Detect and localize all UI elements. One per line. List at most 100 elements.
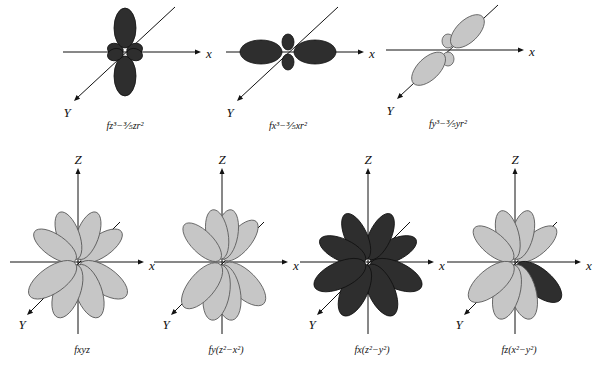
axis-label: x (293, 258, 299, 273)
orbital-lobe (106, 47, 125, 63)
axis-label: x (293, 256, 299, 274)
orbital-panel (226, 7, 364, 101)
axis-label: Y (162, 317, 169, 332)
axis-arrow (317, 309, 323, 315)
axis-line (77, 7, 175, 98)
axis-label: Y (386, 101, 393, 119)
axis-label: Y (308, 315, 315, 333)
axis-label: x (439, 258, 445, 273)
axis-label: Z (364, 150, 371, 168)
axis-label: Z (74, 152, 81, 167)
axis-arrow (74, 95, 80, 101)
orbital-name: fxyz (73, 339, 91, 357)
orbital-name: fz(x²−y²) (501, 339, 538, 357)
orbital-name: fx³−⅗xr² (268, 115, 308, 133)
axis-label: Z (218, 150, 225, 168)
axis-arrow (237, 95, 243, 101)
orbital-lobe (294, 40, 336, 64)
axis-label: Y (63, 105, 70, 120)
axis-arrow (220, 168, 225, 174)
orbital-panel (10, 168, 144, 334)
orbital-name: fx³−⅗xr² (268, 120, 308, 131)
orbital-panel (386, 5, 524, 99)
axis-arrow (464, 309, 470, 315)
orbital-lobe (177, 217, 228, 268)
orbital-lobe (22, 253, 83, 306)
axis-line (447, 262, 577, 263)
orbital-name: fy(z²−x²) (208, 344, 245, 355)
orbital-name: fxyz (73, 344, 91, 355)
orbital-lobe (114, 8, 136, 48)
orbital-lobe (309, 251, 371, 298)
orbital-panel (154, 168, 288, 334)
axis-label: x (529, 44, 535, 59)
orbital-lobe (282, 54, 294, 70)
axis-label: Z (511, 152, 518, 167)
orbital-lobe (240, 40, 282, 64)
orbital-name: fy(z²−x²) (208, 339, 245, 357)
axis-label: Z (74, 150, 81, 168)
orbital-name: fx(z²−y²) (354, 339, 391, 357)
axis-label: Y (455, 315, 462, 333)
axis-line (386, 50, 520, 51)
orbital-name: fy³−⅗yr² (428, 118, 468, 129)
axis-label: Y (226, 105, 233, 120)
axis-arrow (513, 168, 518, 174)
axis-label: x (206, 46, 212, 61)
axis-arrow (397, 93, 403, 99)
axis-line (400, 5, 498, 96)
orbital-name: fz³−⅗zr² (106, 120, 145, 131)
axis-label: x (439, 256, 445, 274)
orbital-panel (447, 168, 581, 334)
orbital-lobe (174, 256, 230, 316)
orbital-panel (300, 168, 434, 334)
axis-label: Y (308, 317, 315, 332)
axis-label: Y (455, 317, 462, 332)
orbital-lobe (125, 47, 144, 63)
axis-label: x (369, 46, 375, 61)
axis-label: Y (18, 315, 25, 333)
orbital-panel (63, 7, 201, 101)
orbital-lobe (461, 254, 521, 310)
axis-label: x (369, 44, 375, 62)
orbital-name: fy³−⅗yr² (428, 113, 468, 131)
axis-label: Y (63, 103, 70, 121)
orbital-name: fx(z²−y²) (354, 344, 391, 355)
axis-arrow (518, 48, 524, 53)
axis-label: x (149, 258, 155, 273)
axis-label: x (529, 42, 535, 60)
axis-arrow (27, 309, 33, 315)
axis-label: Y (226, 103, 233, 121)
orbital-lobe (445, 9, 490, 54)
axis-arrow (282, 260, 288, 265)
axis-label: x (586, 258, 592, 273)
axis-label: x (586, 256, 592, 274)
axis-label: Y (386, 103, 393, 118)
axis-line (10, 262, 140, 263)
axis-arrow (195, 50, 201, 55)
axis-arrow (575, 260, 581, 265)
axis-label: Y (162, 315, 169, 333)
axis-arrow (76, 168, 81, 174)
orbital-lobe (114, 56, 136, 96)
axis-arrow (358, 50, 364, 55)
axis-label: x (149, 256, 155, 274)
axis-label: Z (511, 150, 518, 168)
axis-line (154, 262, 284, 263)
orbital-lobe (282, 34, 294, 50)
axis-arrow (366, 168, 371, 174)
axis-arrow (428, 260, 434, 265)
axis-label: x (206, 44, 212, 62)
axis-label: Z (364, 152, 371, 167)
axis-label: Y (18, 317, 25, 332)
orbital-name: fz(x²−y²) (501, 344, 538, 355)
orbital-lobe (467, 220, 519, 269)
axis-label: Z (218, 152, 225, 167)
axis-arrow (171, 309, 177, 315)
axis-arrow (138, 260, 144, 265)
orbital-name: fz³−⅗zr² (106, 115, 145, 133)
orbital-lobe (406, 46, 451, 91)
axis-line (240, 7, 338, 98)
